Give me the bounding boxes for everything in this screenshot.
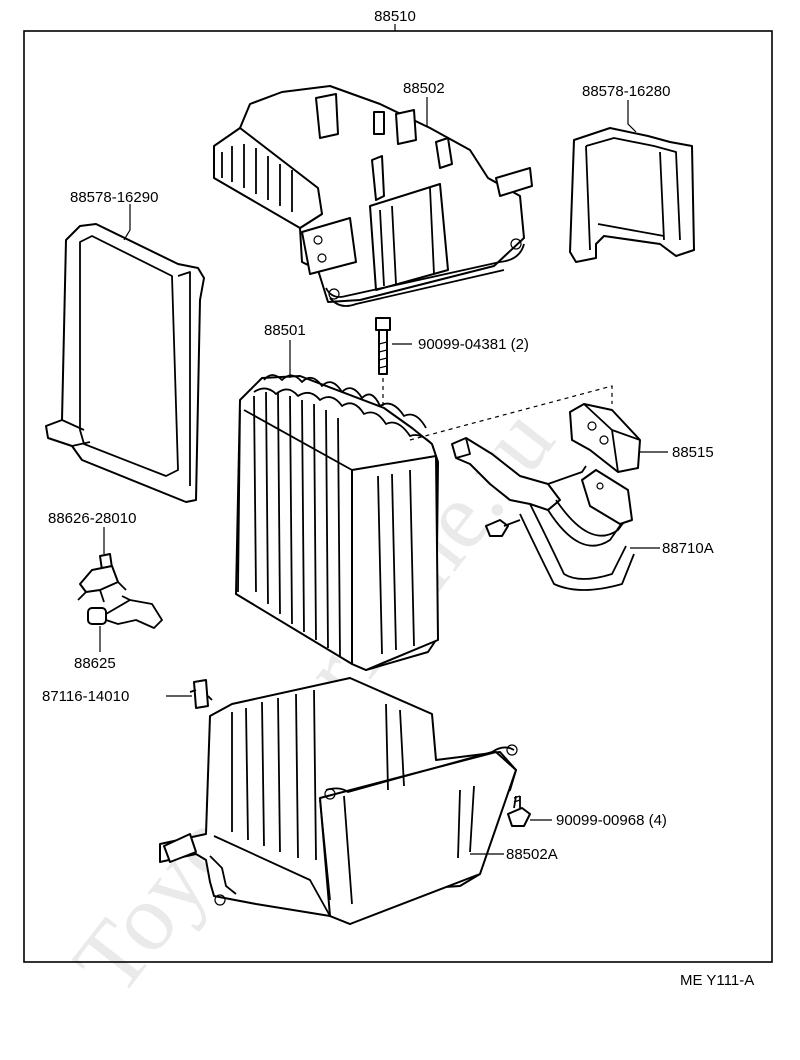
- upper-case: [213, 85, 533, 307]
- thermistor-holder-label: 88625: [74, 655, 116, 672]
- thermistor: [77, 553, 127, 603]
- expansion-valve: [569, 403, 641, 473]
- lower-case: [159, 677, 518, 925]
- clip: [189, 679, 213, 709]
- tube-screw: [485, 519, 521, 537]
- thermistor-holder: [87, 595, 163, 629]
- upper-case-label: 88502: [403, 80, 445, 97]
- expansion-valve-label: 88515: [672, 444, 714, 461]
- evaporator-label: 88501: [264, 322, 306, 339]
- assembly-frame: [23, 30, 773, 963]
- seal-left: [45, 223, 205, 503]
- thermistor-label: 88626-28010: [48, 510, 136, 527]
- assembly-label: 88510: [374, 8, 416, 25]
- lower-case-label: 88502A: [506, 846, 558, 863]
- seal-right-leader: [627, 100, 637, 133]
- clip-label: 87116-14010: [42, 688, 129, 705]
- seal-right: [569, 127, 695, 263]
- valve-axis: [409, 385, 613, 441]
- tube-label: 88710A: [662, 540, 714, 557]
- seal-left-label: 88578-16290: [70, 189, 158, 206]
- screw-label: 90099-00968 (4): [556, 812, 667, 829]
- seal-left-leader: [123, 204, 131, 241]
- tube: [451, 437, 635, 591]
- upper-case-leader: [426, 97, 435, 131]
- screw: [507, 795, 531, 827]
- figure-code: ME Y111-A: [680, 972, 754, 989]
- seal-right-label: 88578-16280: [582, 83, 670, 100]
- bolt-label: 90099-04381 (2): [418, 336, 529, 353]
- evaporator: [235, 374, 439, 671]
- bolt: [375, 317, 391, 375]
